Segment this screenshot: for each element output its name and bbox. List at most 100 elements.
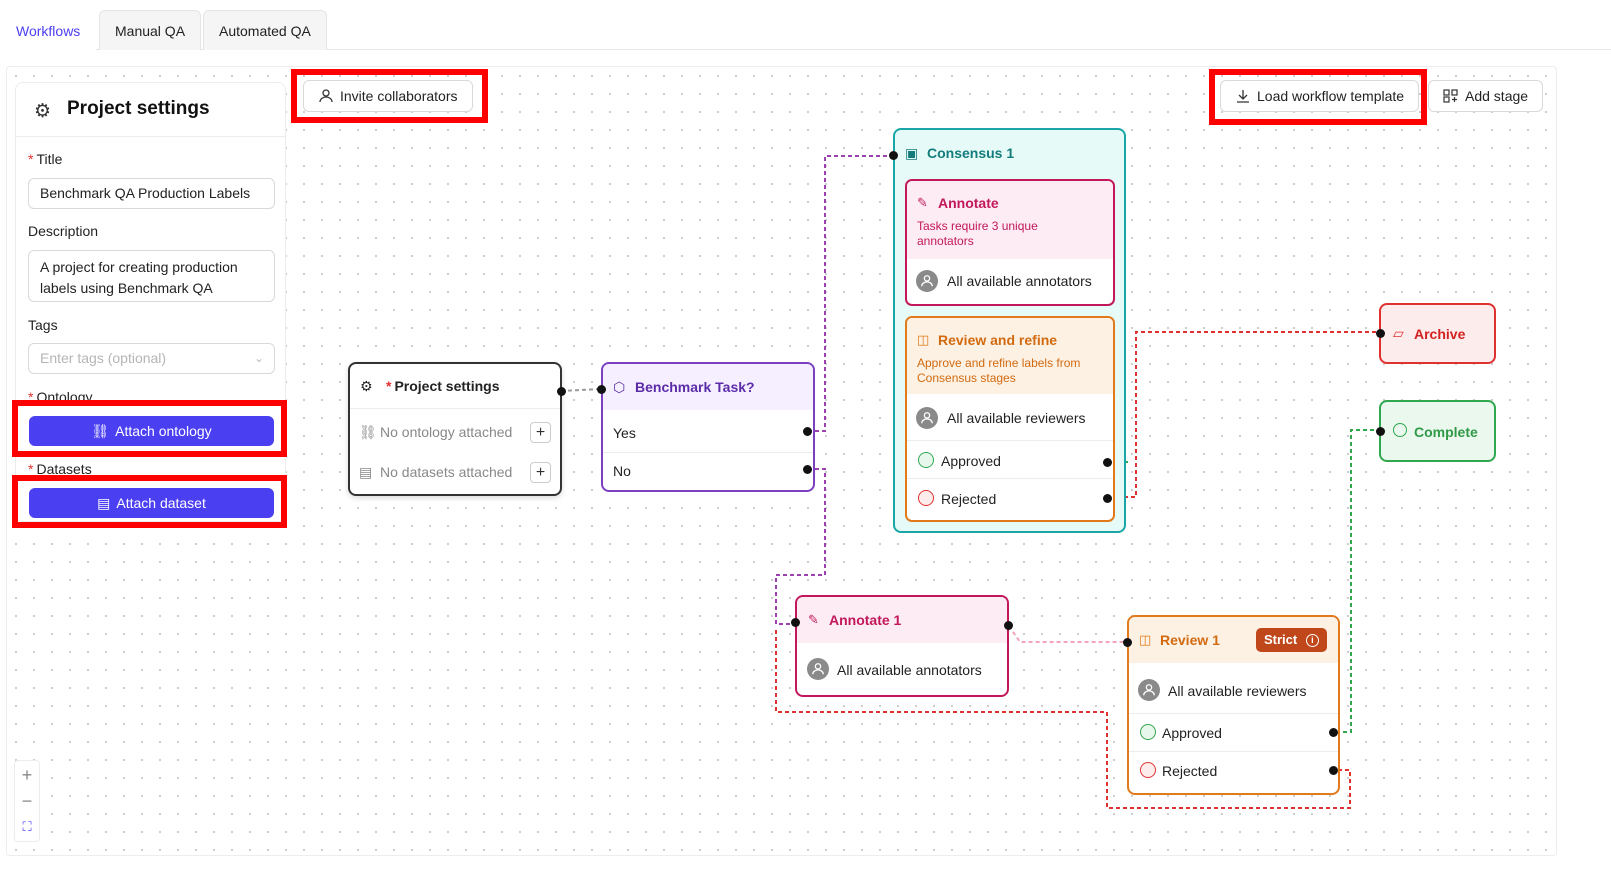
divider — [907, 478, 1113, 479]
edge-no-annotate1 — [775, 468, 826, 625]
user-icon — [319, 89, 333, 103]
settings-output-handle[interactable] — [557, 387, 566, 396]
consensus-rejected-handle[interactable] — [1103, 494, 1112, 503]
add-dataset-button[interactable]: + — [530, 462, 551, 483]
attach-ontology-button[interactable]: ⛓Attach ontology — [29, 416, 274, 446]
user-icon — [812, 663, 824, 675]
review1-rejected-handle[interactable] — [1329, 766, 1338, 775]
settings-node-header: ⚙ *Project settings — [350, 364, 560, 408]
benchmark-node-title: Benchmark Task? — [635, 379, 755, 395]
tab-bar: Workflows Manual QA Automated QA — [0, 10, 1611, 50]
add-ontology-button[interactable]: + — [530, 422, 551, 443]
dataset-icon: ▤ — [359, 464, 373, 480]
title-input[interactable]: Benchmark QA Production Labels — [28, 178, 275, 209]
load-template-label: Load workflow template — [1257, 88, 1405, 104]
user-icon — [921, 275, 933, 287]
consensus-icon: ▣ — [905, 145, 919, 161]
complete-input-handle[interactable] — [1376, 427, 1385, 436]
benchmark-node-header: ⬡ Benchmark Task? — [603, 364, 813, 410]
title-label: *Title — [28, 151, 63, 167]
annotate1-output-handle[interactable] — [1004, 621, 1013, 630]
description-textarea[interactable]: A project for creating production labels… — [28, 250, 275, 302]
ontology-label: *Ontology — [28, 389, 93, 405]
user-icon — [921, 412, 933, 424]
strict-badge-label: Strict — [1264, 632, 1298, 647]
consensus-annotate-header: ✎ Annotate Tasks require 3 unique annota… — [907, 181, 1113, 259]
consensus-review-header: ◫ Review and refine Approve and refine l… — [907, 318, 1113, 394]
ontology-icon: ⛓ — [359, 424, 377, 440]
invite-label: Invite collaborators — [340, 88, 458, 104]
annotate1-node[interactable]: ✎ Annotate 1 All available annotators — [795, 595, 1009, 697]
info-icon: i — [1305, 634, 1319, 647]
consensus-review-card[interactable]: ◫ Review and refine Approve and refine l… — [905, 316, 1115, 522]
complete-node[interactable]: Complete — [1379, 400, 1496, 462]
attach-dataset-button[interactable]: ▤ Attach dataset — [29, 488, 274, 518]
edge-annotate1-review1 — [1008, 625, 1127, 643]
tab-workflows[interactable]: Workflows — [0, 10, 97, 50]
fit-view-button[interactable]: ⛶ — [22, 819, 32, 834]
annotate1-input-handle[interactable] — [791, 618, 800, 627]
consensus-review-title: Review and refine — [938, 332, 1058, 348]
consensus-review-subtitle: Approve and refine labels from Consensus… — [917, 356, 1081, 385]
tab-manual-qa[interactable]: Manual QA — [99, 10, 202, 50]
tab-automated-qa[interactable]: Automated QA — [203, 10, 327, 50]
load-workflow-template-button[interactable]: Load workflow template — [1220, 80, 1420, 112]
invite-collaborators-button[interactable]: Invite collaborators — [303, 80, 473, 112]
review1-approved-label: Approved — [1162, 725, 1222, 741]
tags-select[interactable]: Enter tags (optional) ⌄ — [28, 343, 275, 374]
gear-icon: ⚙ — [360, 378, 373, 394]
review-icon: ◫ — [1139, 632, 1152, 647]
gear-icon: ⚙ — [34, 101, 52, 122]
review-icon: ◫ — [917, 332, 930, 347]
add-stage-button[interactable]: Add stage — [1428, 80, 1544, 112]
zoom-in-button[interactable]: + — [21, 765, 33, 785]
consensus-node[interactable]: ▣ Consensus 1 ✎ Annotate Tasks require 3… — [893, 128, 1126, 533]
consensus-approved-label: Approved — [941, 453, 1001, 469]
consensus-annotate-assignee: All available annotators — [947, 273, 1092, 289]
description-label: Description — [28, 223, 99, 239]
title-label-text: Title — [36, 151, 63, 167]
benchmark-no-handle[interactable] — [803, 465, 812, 474]
datasets-label: *Datasets — [28, 461, 92, 477]
review1-title: Review 1 — [1160, 632, 1220, 648]
consensus-annotate-card[interactable]: ✎ Annotate Tasks require 3 unique annota… — [905, 179, 1115, 306]
annotators-avatar — [807, 658, 829, 680]
zoom-controls — [14, 760, 40, 842]
divider — [1129, 713, 1338, 714]
folder-icon: ▱ — [1393, 325, 1404, 341]
consensus-node-title: Consensus 1 — [927, 145, 1015, 161]
settings-datasets-row: ▤ No datasets attached + — [350, 454, 560, 490]
benchmark-node[interactable]: ⬡ Benchmark Task? Yes No — [601, 362, 815, 492]
attach-dataset-label: Attach dataset — [116, 495, 206, 511]
settings-datasets-text: No datasets attached — [380, 464, 513, 480]
zoom-out-button[interactable]: − — [21, 791, 33, 811]
tags-placeholder: Enter tags (optional) — [40, 350, 167, 366]
review1-node[interactable]: ◫ Review 1 Strict i All available review… — [1127, 615, 1340, 795]
settings-ontology-text: No ontology attached — [380, 424, 513, 440]
archive-input-handle[interactable] — [1376, 329, 1385, 338]
consensus-annotate-subtitle: Tasks require 3 unique annotators — [917, 219, 1038, 248]
panel-title: Project settings — [67, 98, 210, 119]
edge-review1-approved-complete — [1336, 429, 1378, 733]
review1-input-handle[interactable] — [1123, 638, 1132, 647]
project-settings-panel: ⚙ Project settings *Title Benchmark QA P… — [15, 82, 286, 522]
consensus-input-handle[interactable] — [889, 151, 898, 160]
consensus-rejected-label: Rejected — [941, 491, 997, 507]
review1-approved-handle[interactable] — [1329, 728, 1338, 737]
archive-node[interactable]: ▱ Archive — [1379, 303, 1496, 364]
edge-settings-benchmark — [560, 388, 601, 392]
panel-header: ⚙ Project settings — [16, 83, 285, 137]
dataset-icon: ▤ — [97, 495, 111, 511]
consensus-annotate-title: Annotate — [938, 195, 999, 211]
reviewers-avatar — [916, 407, 938, 429]
divider — [1129, 751, 1338, 752]
user-icon — [1143, 684, 1155, 696]
consensus-approved-handle[interactable] — [1103, 458, 1112, 467]
benchmark-input-handle[interactable] — [597, 385, 606, 394]
strict-badge[interactable]: Strict i — [1256, 628, 1327, 652]
download-icon — [1237, 90, 1249, 103]
settings-node[interactable]: ⚙ *Project settings ⛓ No ontology attach… — [348, 362, 562, 496]
check-circle-icon — [1393, 423, 1407, 437]
benchmark-no-row: No — [613, 463, 631, 479]
benchmark-yes-handle[interactable] — [803, 427, 812, 436]
